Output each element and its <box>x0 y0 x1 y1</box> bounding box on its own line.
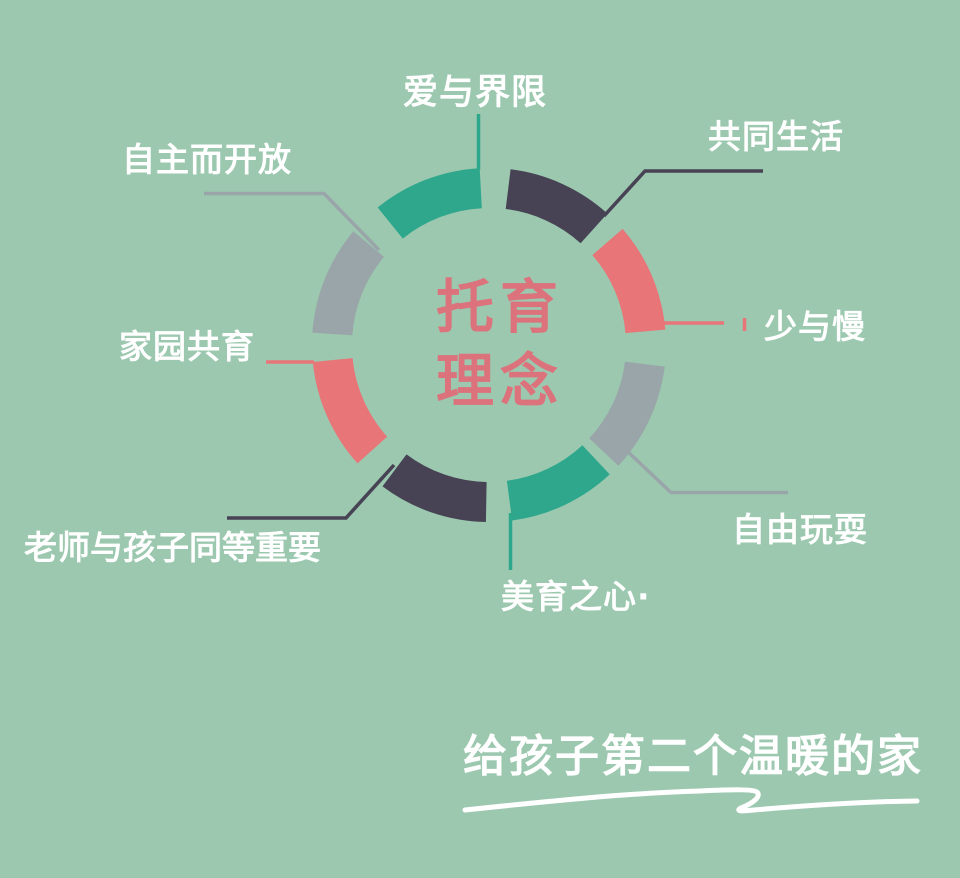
label-teacher-child-equal: 老师与孩子同等重要 <box>24 528 321 567</box>
label-aesthetic-heart: 美育之心· <box>501 577 651 616</box>
label-free-play: 自由玩耍 <box>732 510 868 549</box>
slogan-underline-flourish <box>462 787 920 814</box>
label-living-together: 共同生活 <box>708 117 844 156</box>
label-autonomous-open: 自主而开放 <box>122 140 292 179</box>
arc-living-together <box>505 169 608 244</box>
connector-free-play <box>624 448 788 495</box>
center-title: 托育 理念 <box>436 270 564 418</box>
arc-less-and-slow <box>592 228 666 334</box>
arc-aesthetic-heart <box>506 445 610 521</box>
label-home-school: 家园共育 <box>119 327 255 366</box>
connector-autonomous-open <box>204 191 381 252</box>
arc-free-play <box>589 361 665 466</box>
arc-home-school <box>312 358 388 464</box>
label-less-and-slow: 少与慢 <box>764 307 866 346</box>
arc-love-and-boundaries <box>377 168 482 239</box>
connector-living-together <box>602 169 763 218</box>
label-love-and-boundaries: 爱与界限 <box>403 73 548 113</box>
center-title-line2: 理念 <box>435 347 565 415</box>
connector-teacher-child-equal <box>227 463 396 520</box>
center-title-line1: 托育 <box>435 273 565 341</box>
slogan-text: 给孩子第二个温暖的家 <box>463 731 923 782</box>
arc-autonomous-open <box>312 231 384 336</box>
arc-teacher-child-equal <box>382 454 487 522</box>
